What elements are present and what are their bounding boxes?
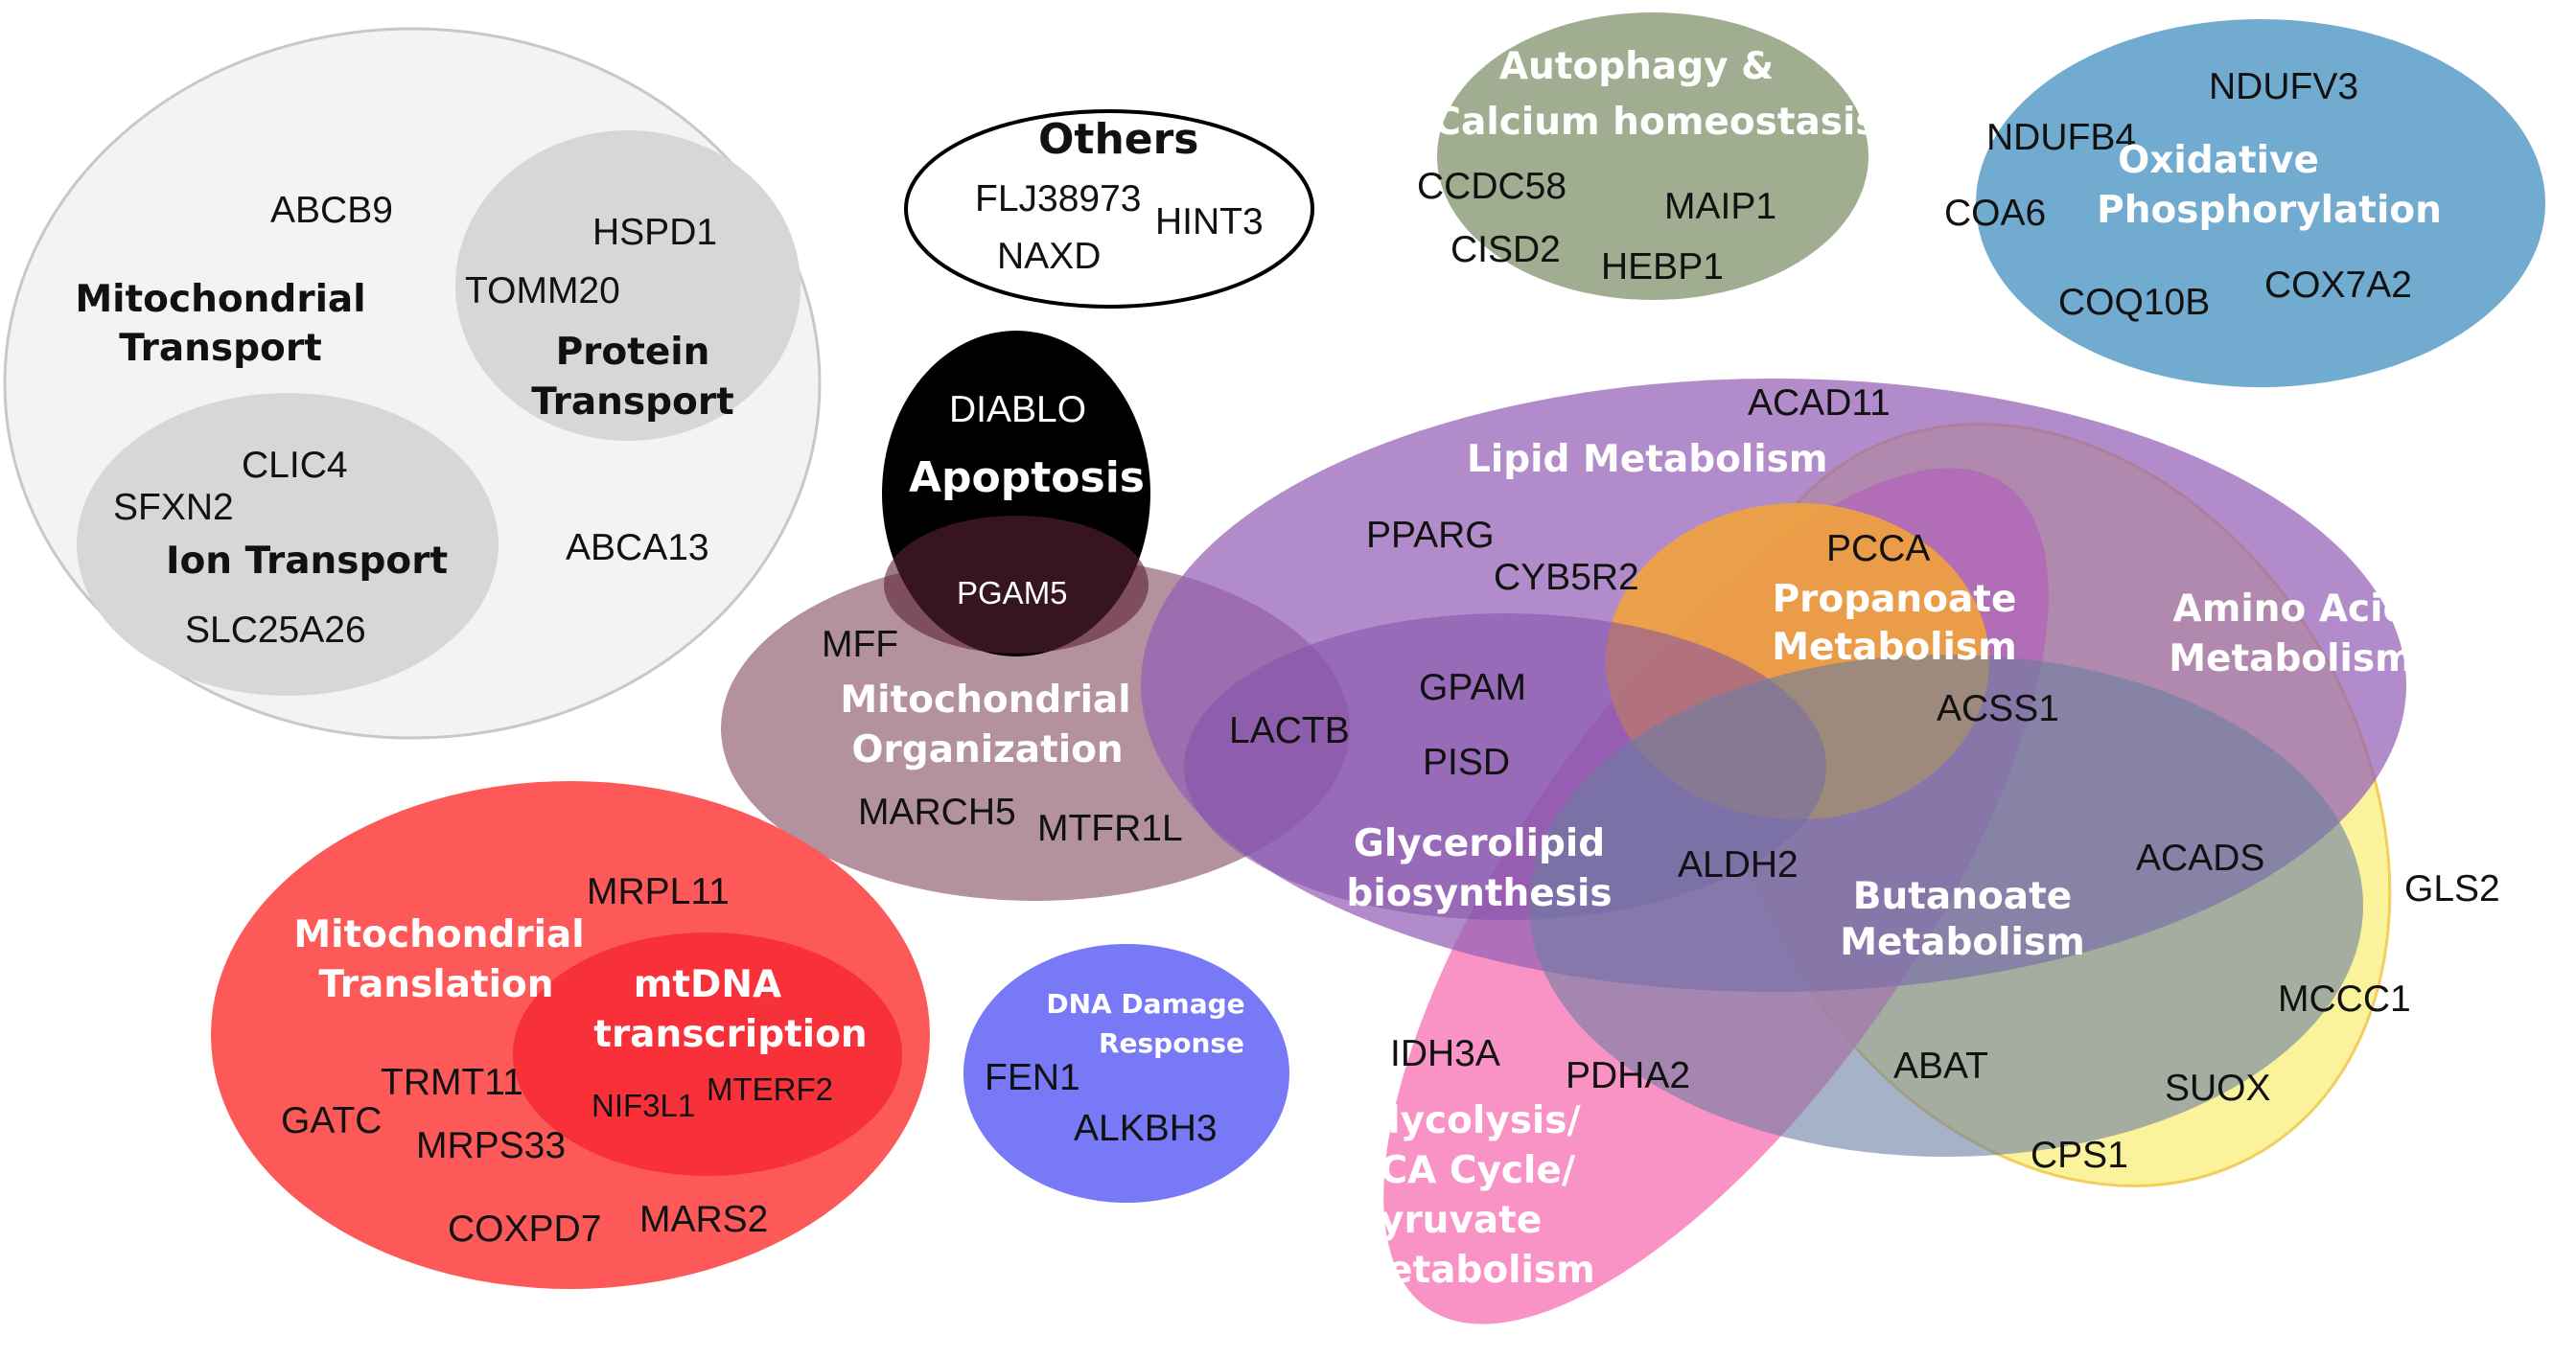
gene-cyb5r2: CYB5R2 [1494,557,1639,598]
metabolism-labels: ACAD11 Lipid Metabolism PPARG CYB5R2 PCC… [1229,382,2500,1292]
ion-transport-circle [77,393,499,696]
gene-fen1: FEN1 [985,1057,1080,1098]
gene-naxd: NAXD [997,236,1101,277]
gene-cox7a2: COX7A2 [2264,265,2412,306]
gene-hint3: HINT3 [1155,201,1264,242]
gene-pcca: PCCA [1826,528,1930,569]
gene-hspd1: HSPD1 [592,212,717,253]
gene-ccdc58: CCDC58 [1417,166,1566,207]
gene-nif3l1: NIF3L1 [592,1088,695,1123]
mtdna-transcription-circle [513,932,902,1176]
gene-coa6: COA6 [1944,193,2046,234]
gene-aldh2: ALDH2 [1678,844,1799,886]
gene-ndufb4: NDUFB4 [1986,117,2136,158]
gene-ndufv3: NDUFV3 [2209,66,2358,107]
gene-pisd: PISD [1423,742,1510,783]
gene-abat: ABAT [1893,1046,1988,1087]
gene-acad11: ACAD11 [1748,382,1891,424]
gene-coq10b: COQ10B [2058,282,2210,323]
gene-idh3a: IDH3A [1390,1033,1500,1074]
gene-acss1: ACSS1 [1937,688,2059,729]
gene-mtfr1l: MTFR1L [1037,808,1183,849]
gene-mff: MFF [822,624,898,665]
butanoate-metabolism-circle [1529,655,2363,1157]
dna-damage-circle [963,944,1289,1203]
gene-flj38973: FLJ38973 [975,178,1141,219]
gene-maip1: MAIP1 [1664,186,1776,227]
others-label: Others [1038,115,1199,164]
gene-tomm20: TOMM20 [465,270,620,311]
gene-sfxn2: SFXN2 [113,487,234,528]
autophagy-label: Autophagy &Calcium homeostasis [1433,45,1877,144]
gene-suox: SUOX [2165,1068,2271,1109]
gene-mccc1: MCCC1 [2278,978,2411,1020]
others-circle [904,109,1314,309]
oxphos-circle [1976,19,2545,387]
gene-cps1: CPS1 [2031,1135,2128,1176]
apoptosis-labels: DIABLO Apoptosis PGAM5 MFF Mitochondrial… [822,389,1183,849]
gene-clic4: CLIC4 [242,445,348,486]
gene-pdha2: PDHA2 [1566,1055,1690,1096]
gene-abcb9: ABCB9 [270,190,393,231]
gene-cisd2: CISD2 [1450,229,1561,270]
gene-abca13: ABCA13 [566,527,709,568]
autophagy-group: Autophagy &Calcium homeostasis CCDC58 MA… [1417,12,1878,300]
gene-trmt11: TRMT11 [381,1062,523,1103]
apoptosis-overlap-region [884,516,1149,654]
gene-gatc: GATC [281,1100,382,1141]
ion-transport-label: Ion Transport [166,540,448,583]
gene-acads: ACADS [2136,838,2264,879]
gene-lactb: LACTB [1229,710,1350,751]
gene-mrpl11: MRPL11 [587,871,730,912]
gene-mars2: MARS2 [639,1199,768,1240]
gene-gls2: GLS2 [2404,868,2500,909]
others-group: Others FLJ38973 HINT3 NAXD [904,109,1314,309]
apoptosis-label: Apoptosis [909,453,1145,502]
gene-hebp1: HEBP1 [1601,246,1724,288]
gene-march5: MARCH5 [858,792,1016,833]
autophagy-circle [1437,12,1868,300]
gene-mterf2: MTERF2 [707,1071,833,1107]
lipid-metabolism-label: Lipid Metabolism [1467,438,1828,481]
gene-mrps33: MRPS33 [416,1125,566,1166]
gene-alkbh3: ALKBH3 [1074,1108,1218,1149]
gene-gpam: GPAM [1419,667,1526,708]
gene-pparg: PPARG [1366,515,1495,556]
gene-coxpd7: COXPD7 [448,1208,601,1250]
gene-diablo: DIABLO [949,389,1086,430]
gene-pgam5: PGAM5 [957,575,1068,610]
gene-slc25a26: SLC25A26 [185,610,366,651]
protein-transport-circle [455,130,801,441]
